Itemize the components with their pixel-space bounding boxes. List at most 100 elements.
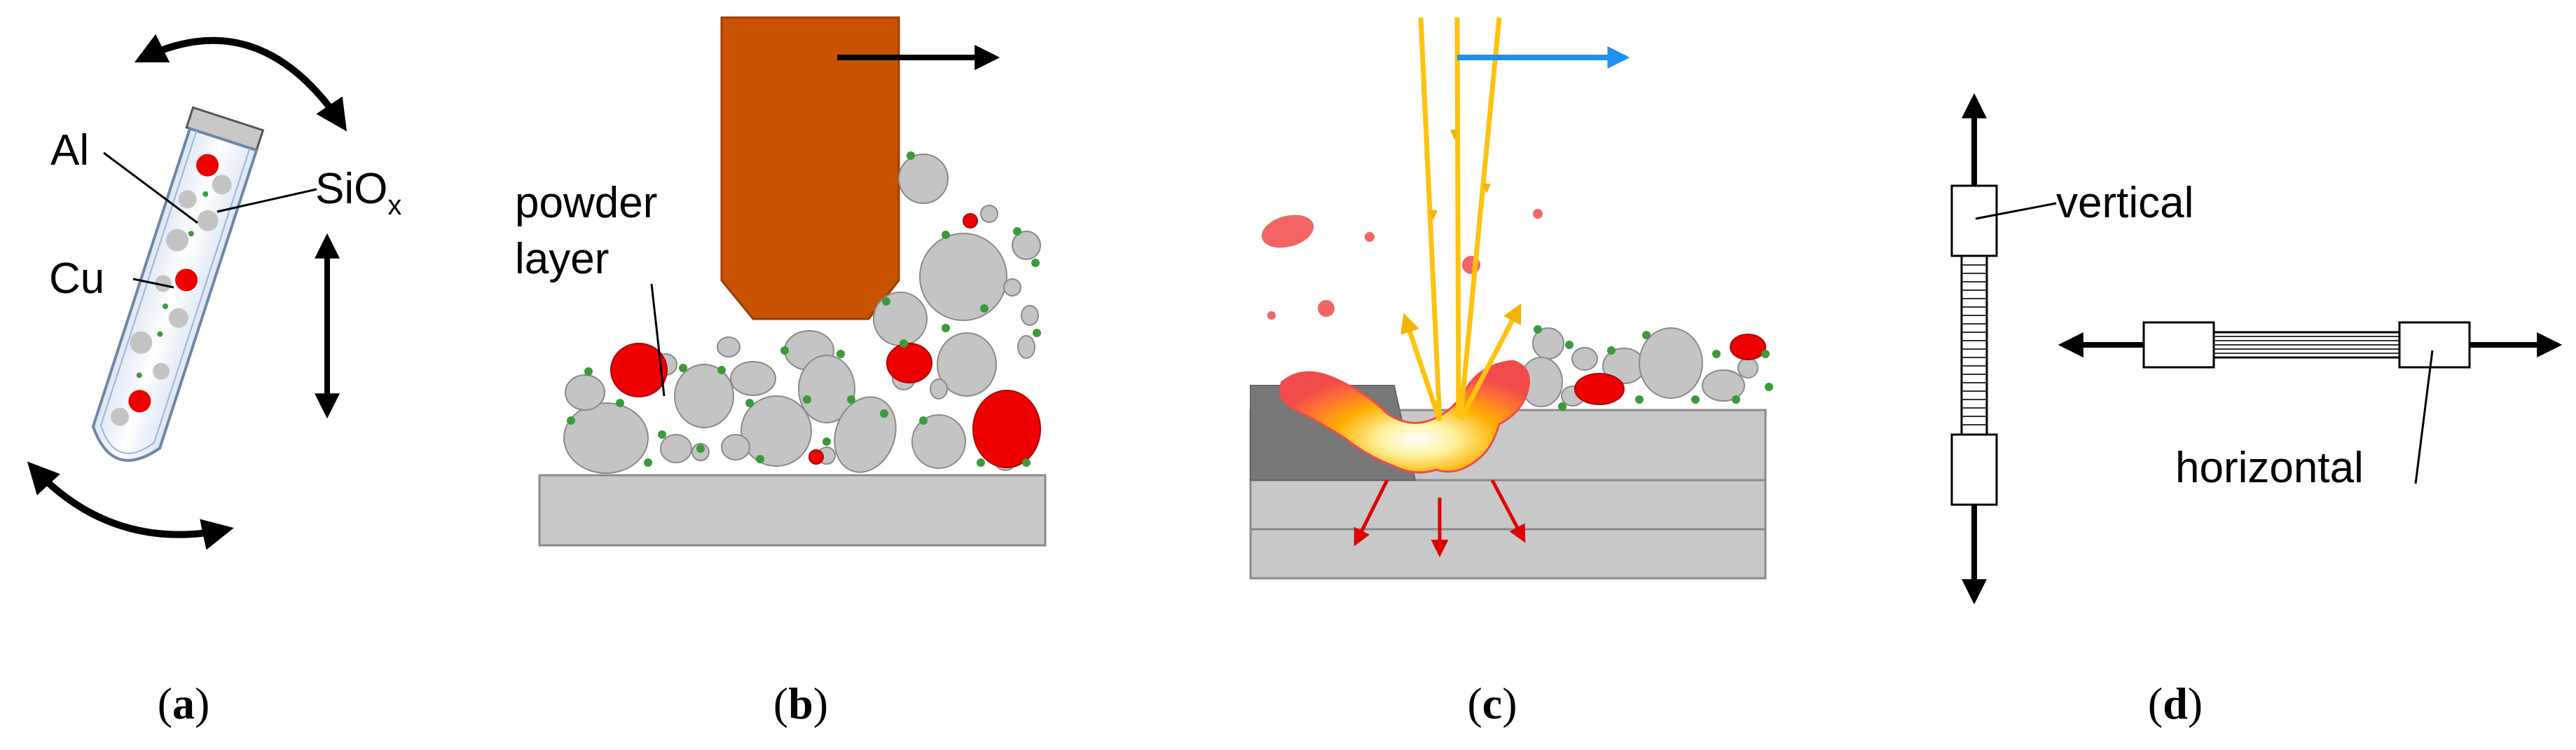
horizontal-leader [2414, 350, 2434, 484]
coating-dot [1558, 402, 1566, 411]
rotation-arrow-top [134, 34, 347, 132]
coating-dot [1565, 341, 1573, 349]
powder-particle [730, 361, 776, 396]
spatter-droplet [1318, 300, 1335, 317]
laser-reflection [1400, 313, 1442, 422]
tube-particle-cu [128, 390, 151, 413]
copper-particle [963, 213, 978, 229]
caption-d: (d) [2148, 679, 2203, 728]
caption-b: (b) [773, 679, 828, 728]
powder-particle [898, 154, 949, 204]
laser-reflection [1458, 303, 1522, 421]
tube-particle-siox [162, 303, 168, 309]
powder-particle [1737, 357, 1758, 379]
laser-beam [1418, 17, 1442, 421]
powder-particle [721, 434, 750, 461]
vertical-gauge [1960, 254, 1988, 436]
tube-particle-al [212, 175, 232, 195]
rotation-arrow-bottom [27, 461, 234, 550]
panel-d: vertical horizontal [1950, 93, 2563, 605]
coating-dot [980, 304, 989, 313]
heat-flux-arrow [1490, 479, 1526, 543]
substrate-plate [538, 474, 1047, 547]
label-horizontal: horizontal [2175, 444, 2364, 492]
tube-particle-al [197, 210, 219, 231]
laser-direction-mark [1429, 210, 1438, 220]
copper-particle [808, 449, 824, 465]
coating-dot [1022, 458, 1031, 467]
laser-direction-marks [1429, 130, 1491, 220]
caption-c: (c) [1467, 679, 1517, 728]
tube-particles [111, 154, 232, 426]
laser-beam [1454, 17, 1461, 418]
vertical-grip-bottom [1950, 433, 1998, 506]
tube-particle-siox [188, 231, 194, 237]
tube-particle-al [165, 229, 188, 252]
powder-particle [919, 233, 1007, 321]
siox-coating-dots [567, 151, 1041, 467]
caption-c-open: ( [1467, 679, 1482, 728]
copper-ahead [1574, 334, 1766, 405]
caption-a-close: ) [195, 679, 209, 728]
coating-dot [1732, 395, 1740, 404]
panel-c [1249, 17, 1773, 580]
coating-dot [679, 364, 687, 372]
build-layer-3 [1249, 528, 1767, 580]
caption-c-close: ) [1502, 679, 1517, 728]
caption-a-open: ( [158, 679, 172, 728]
powder-particle [1012, 231, 1041, 260]
copper-particles [610, 213, 1041, 468]
tube-particle-al [130, 331, 153, 354]
coating-dot [882, 297, 890, 306]
coating-dot [780, 346, 789, 355]
tube-body [91, 126, 259, 462]
mixing-tube [91, 106, 265, 462]
label-cu: Cu [49, 254, 104, 303]
caption-b-letter: b [788, 679, 813, 728]
coating-dot [1013, 227, 1021, 236]
caption-b-open: ( [773, 679, 788, 728]
coating-dot [1635, 395, 1644, 404]
powder-particle [1639, 327, 1703, 399]
copper-particle [1730, 334, 1766, 360]
tube-particle-al [153, 362, 170, 380]
powder-particle [873, 292, 928, 346]
coating-dot [942, 231, 950, 239]
build-layer-2 [1249, 479, 1767, 531]
tube-particle-cu [196, 154, 219, 177]
spatter-droplet [1533, 209, 1543, 219]
powder-bed [563, 154, 1041, 474]
laser-beam [1458, 17, 1502, 418]
tube-particle-al [154, 275, 172, 292]
label-powder-line2: layer [515, 235, 609, 283]
laser-beams [1400, 17, 1522, 422]
al-leader-line [103, 151, 198, 224]
horizontal-specimen: horizontal [2058, 321, 2563, 492]
powder-particle [565, 374, 605, 411]
powder-particle [930, 379, 948, 400]
coating-dot [1607, 346, 1616, 355]
nozzle [720, 16, 900, 320]
coating-ahead [1534, 325, 1773, 411]
coating-dot [847, 395, 855, 404]
tube-particle-al [111, 407, 130, 426]
panel-b: powder layer [515, 16, 1047, 547]
coating-dot [644, 458, 652, 467]
coating-dot [1033, 329, 1041, 337]
coating-dot [1534, 325, 1542, 334]
label-vertical: vertical [2056, 179, 2193, 227]
coating-dot [567, 416, 575, 425]
coating-dot [803, 395, 811, 404]
tube-particle-cu [175, 268, 198, 292]
caption-d-close: ) [2188, 679, 2203, 728]
coating-dot [942, 324, 950, 332]
coating-dot [1642, 331, 1651, 339]
copper-particle [1574, 373, 1625, 405]
heat-flux-arrows [1354, 479, 1526, 557]
label-powder-line1: powder [515, 179, 657, 227]
tube-particle-siox [136, 372, 142, 379]
coating-dot [1761, 350, 1770, 358]
melt-pool [1279, 360, 1530, 474]
coating-dot [756, 455, 764, 463]
coating-dot [717, 366, 726, 374]
